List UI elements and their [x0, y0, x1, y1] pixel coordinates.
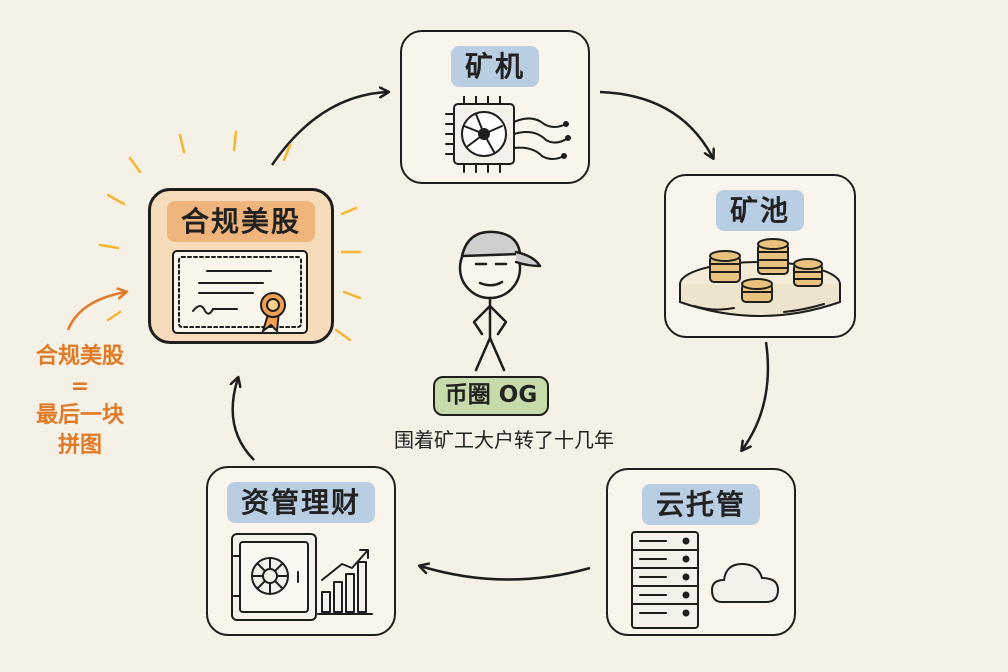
certificate-icon — [172, 250, 308, 334]
stick-figure-cap-icon — [458, 230, 542, 372]
node-cloud-hosting-label: 云托管 — [641, 484, 761, 525]
og-caption: 围着矿工大户转了十几年 — [394, 428, 614, 452]
coin-pool-icon — [679, 238, 841, 317]
side-note-line1: 合规美股 — [35, 344, 124, 369]
node-us-stock[interactable]: 合规美股 — [148, 188, 334, 344]
node-pool[interactable]: 矿池 — [664, 174, 856, 338]
safe-growth-icon — [231, 533, 373, 621]
node-wealth-mgmt[interactable]: 资管理财 — [206, 466, 396, 636]
node-cloud-hosting[interactable]: 云托管 — [606, 468, 796, 636]
arrow-miner-to-pool — [599, 90, 713, 158]
side-note: 合规美股 = 最后一块 拼图 — [10, 342, 150, 461]
side-note-equals: = — [70, 373, 90, 399]
node-wealth-mgmt-label: 资管理财 — [226, 482, 376, 523]
arrow-side-note — [66, 292, 126, 331]
node-us-stock-label: 合规美股 — [166, 201, 316, 242]
arrow-stock-to-miner — [270, 92, 388, 166]
mining-chip-icon — [445, 96, 571, 173]
og-badge: 币圈 OG — [433, 376, 549, 416]
node-miner[interactable]: 矿机 — [400, 30, 590, 184]
server-cloud-icon — [631, 531, 780, 629]
side-note-line3: 最后一块 — [35, 403, 124, 429]
arrow-wealth-to-stock — [233, 378, 255, 461]
node-miner-label: 矿机 — [450, 46, 540, 87]
node-pool-label: 矿池 — [715, 190, 805, 231]
arrow-pool-to-cloud — [742, 341, 770, 450]
arrow-cloud-to-wealth — [420, 566, 591, 581]
highlight-rays — [98, 130, 362, 342]
side-note-line4: 拼图 — [57, 433, 102, 459]
